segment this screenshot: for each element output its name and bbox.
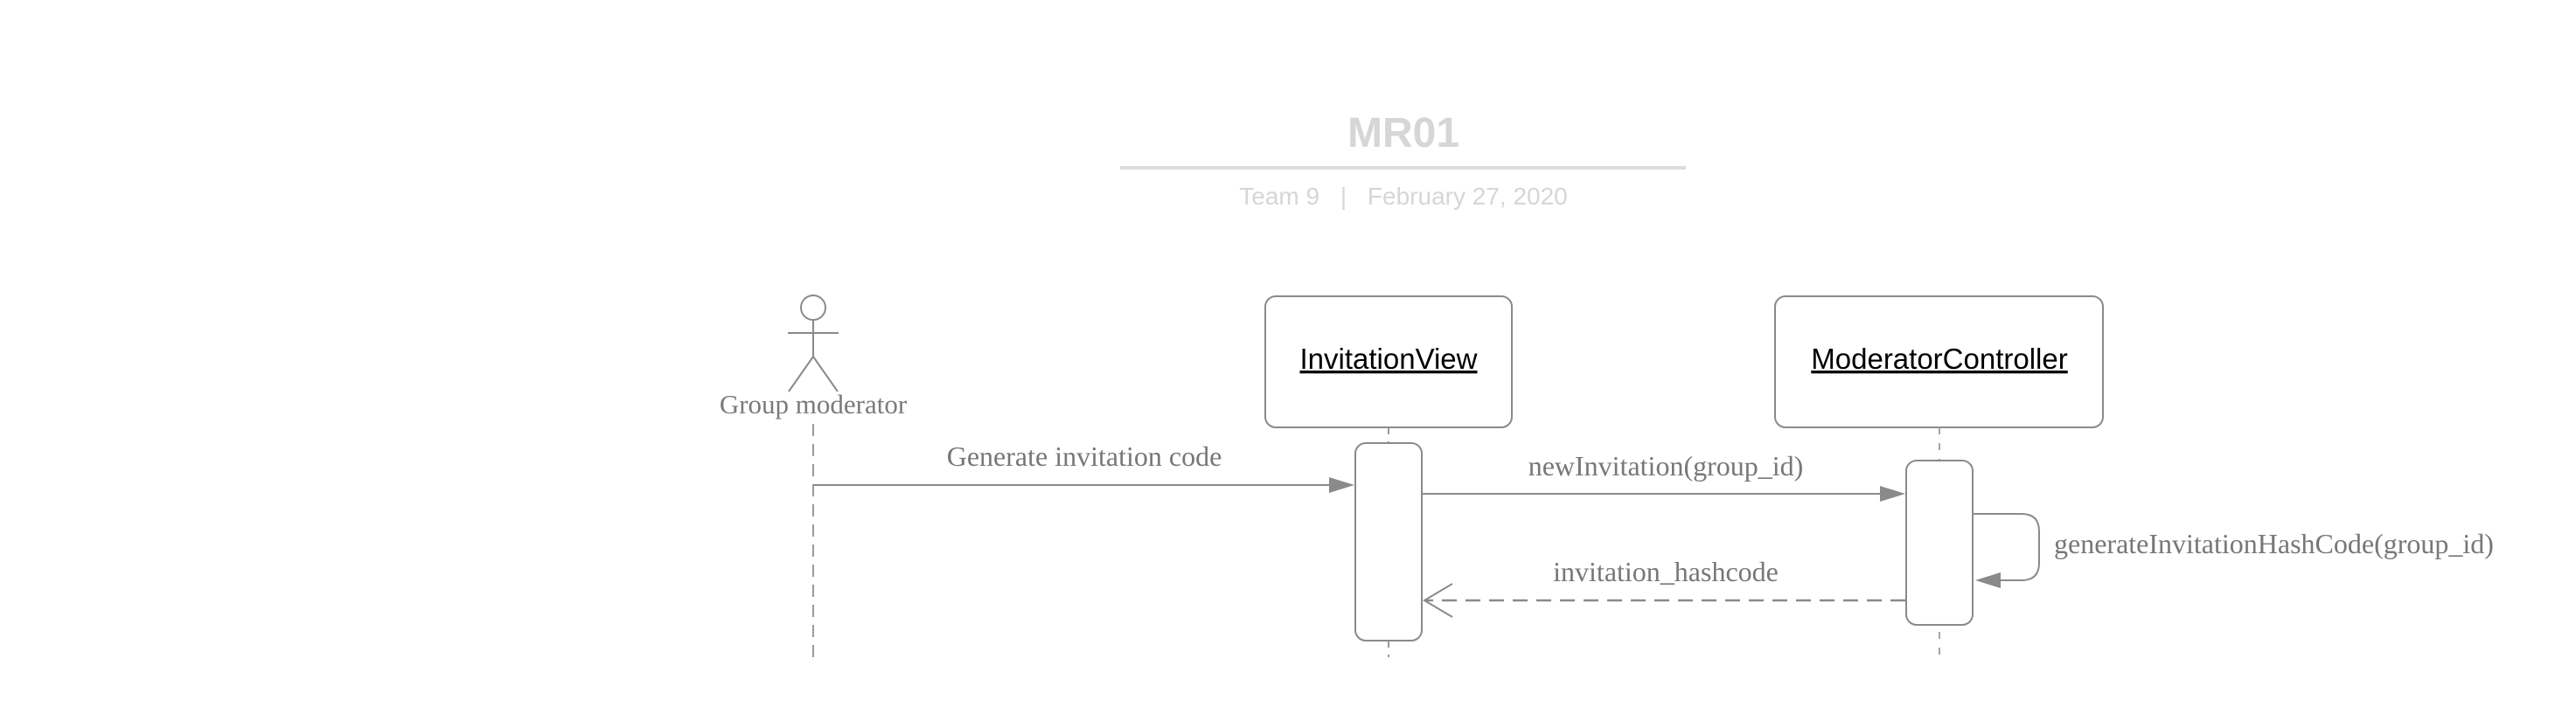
message-arrowhead (1975, 572, 2001, 588)
team-name: Team 9 (1239, 183, 1319, 210)
diagram-date: February 27, 2020 (1368, 183, 1568, 210)
message-label: invitation_hashcode (1553, 556, 1779, 587)
diagram-subtitle: Team 9 | February 27, 2020 (1239, 183, 1567, 210)
message-new-invitation: newInvitation(group_id) (1423, 450, 1905, 502)
actor-head (800, 295, 826, 321)
return-arrowhead (1423, 583, 1453, 618)
self-call-loop (1974, 513, 2040, 581)
message-self-generate-hashcode: generateInvitationHashCode(group_id) (1974, 513, 2494, 588)
actor-right-leg (812, 356, 839, 392)
moderator-controller-activation (1905, 460, 1974, 626)
actor-group-moderator (788, 295, 839, 392)
subtitle-separator: | (1340, 183, 1347, 210)
actor-label: Group moderator (720, 389, 908, 419)
actor-left-leg (788, 356, 814, 392)
message-arrowhead (1329, 477, 1354, 493)
message-generate-invitation-code: Generate invitation code (814, 440, 1354, 493)
invitation-view-label: InvitationView (1299, 343, 1477, 375)
diagram-header: MR01 Team 9 | February 27, 2020 (1120, 110, 1686, 210)
message-arrowhead (1880, 486, 1905, 502)
message-label: Generate invitation code (947, 440, 1222, 472)
moderator-controller-label: ModeratorController (1811, 343, 2067, 375)
message-label: newInvitation(group_id) (1528, 450, 1804, 482)
message-label: generateInvitationHashCode(group_id) (2054, 528, 2494, 559)
invitation-view-activation (1354, 442, 1423, 641)
message-return-invitation-hashcode: invitation_hashcode (1423, 556, 1905, 618)
diagram-title: MR01 (1347, 110, 1459, 156)
